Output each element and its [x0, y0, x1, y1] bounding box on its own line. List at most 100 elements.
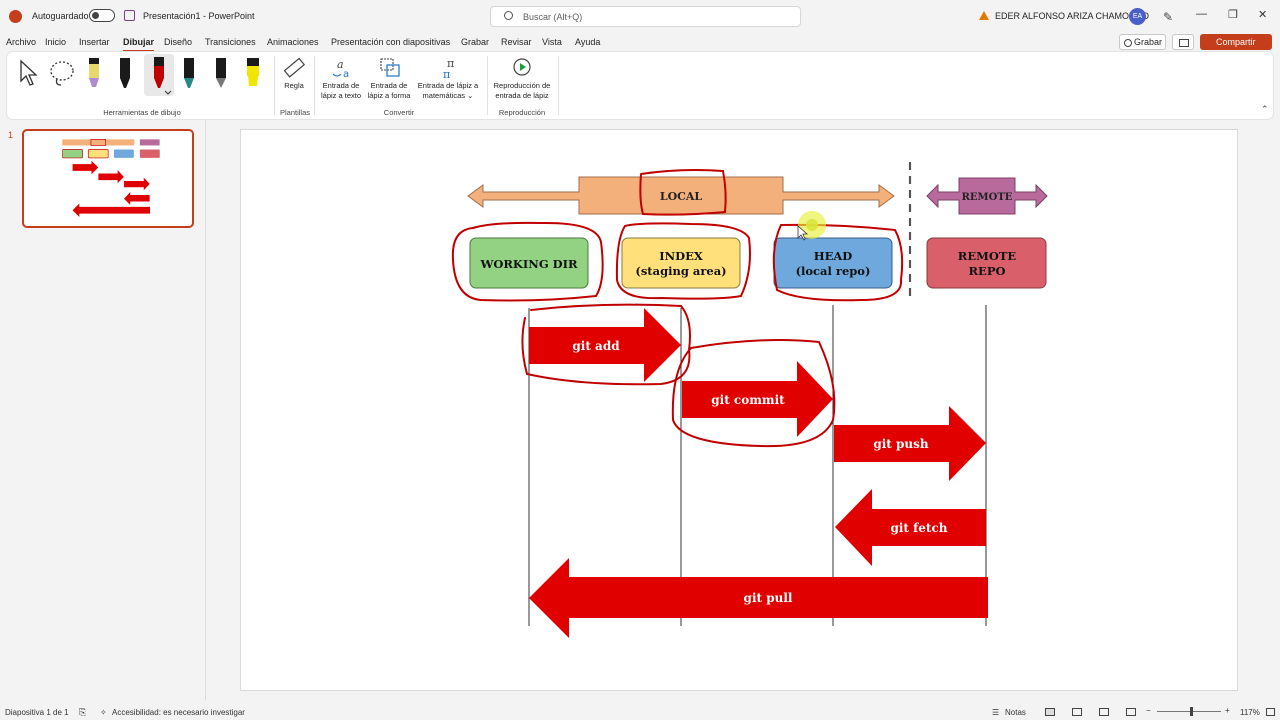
collapse-ribbon-icon[interactable]: ⌃	[1261, 104, 1269, 114]
notes-icon[interactable]: ☰	[992, 708, 1000, 717]
ink-git-commit-circle	[671, 339, 836, 448]
git-pull-arrow[interactable]: git pull	[529, 558, 988, 638]
notes-button[interactable]: Notas	[1005, 708, 1026, 717]
status-bar: Diapositiva 1 de 1 ⎘ ✧ Accesibilidad: es…	[0, 703, 1280, 720]
ink-to-math-label[interactable]: Entrada de lápiz a matemáticas ⌄	[412, 81, 484, 101]
tab-grabar[interactable]: Grabar	[461, 37, 490, 47]
tab-diseno[interactable]: Diseño	[164, 37, 193, 47]
powerpoint-logo-icon	[9, 10, 22, 23]
ink-to-shape-label-line1: Entrada de	[370, 81, 408, 90]
ruler-icon[interactable]	[283, 57, 305, 79]
pen-4-icon[interactable]	[179, 56, 199, 90]
tab-presentacion[interactable]: Presentación con diapositivas	[331, 37, 451, 47]
avatar[interactable]: EA	[1129, 8, 1146, 25]
slide-sorter-icon[interactable]	[1072, 708, 1082, 716]
tab-insertar[interactable]: Insertar	[79, 37, 110, 47]
ink-replay-label-line2: entrada de lápiz	[495, 91, 549, 100]
tab-inicio[interactable]: Inicio	[45, 37, 67, 47]
ink-to-math-icon[interactable]: π π	[435, 56, 461, 80]
ribbon-separator	[487, 56, 488, 115]
pen-1-icon[interactable]	[84, 56, 104, 90]
zoom-slider[interactable]	[1157, 711, 1221, 712]
record-button[interactable]: Grabar	[1119, 34, 1166, 50]
git-commit-arrow[interactable]: git commit	[682, 361, 833, 437]
git-push-arrow[interactable]: git push	[834, 406, 986, 481]
reading-view-icon[interactable]	[1099, 708, 1109, 716]
comments-button[interactable]	[1172, 34, 1194, 50]
slide-diagram: LOCAL REMOTE WORKING DIR INDEX (staging …	[451, 162, 1048, 638]
slide-canvas[interactable]: LOCAL REMOTE WORKING DIR INDEX (staging …	[241, 130, 1237, 690]
ink-to-shape-label[interactable]: Entrada de lápiz a forma	[364, 81, 414, 101]
ink-annotations[interactable]	[451, 169, 904, 448]
share-button[interactable]: Compartir	[1200, 34, 1272, 50]
tab-archivo[interactable]: Archivo	[6, 37, 37, 47]
zoom-out-icon[interactable]: −	[1146, 706, 1151, 715]
ink-to-text-label-line2: lápiz a texto	[320, 91, 362, 100]
ink-to-text-label[interactable]: Entrada de lápiz a texto	[318, 81, 364, 101]
index-box[interactable]: INDEX (staging area)	[621, 237, 741, 289]
search-input[interactable]: Buscar (Alt+Q)	[490, 6, 801, 27]
laser-pointer-dot	[806, 219, 818, 231]
git-commit-label: git commit	[711, 393, 785, 407]
title-bar: Autoguardado Presentación1 - PowerPoint …	[0, 0, 1280, 33]
spellcheck-icon[interactable]: ⎘	[79, 707, 87, 717]
group-label-playback: Reproducción	[498, 108, 546, 117]
tab-ayuda[interactable]: Ayuda	[575, 37, 601, 47]
zoom-level[interactable]: 117%	[1240, 708, 1260, 717]
accessibility-icon[interactable]: ✧	[100, 708, 107, 717]
accessibility-status[interactable]: Accesibilidad: es necesario investigar	[112, 708, 245, 717]
ink-replay-icon[interactable]	[511, 56, 533, 78]
tab-revisar[interactable]: Revisar	[501, 37, 532, 47]
git-fetch-label: git fetch	[890, 521, 947, 535]
pen-icon[interactable]: ✎	[1163, 10, 1174, 24]
warning-icon[interactable]	[979, 11, 989, 20]
ruler-label[interactable]: Regla	[284, 81, 304, 90]
pen-2-icon[interactable]	[115, 56, 135, 90]
tab-animaciones[interactable]: Animaciones	[267, 37, 319, 47]
working-dir-box[interactable]: WORKING DIR	[469, 237, 589, 289]
ink-replay-label[interactable]: Reproducción de entrada de lápiz	[490, 81, 554, 101]
tab-dibujar[interactable]: Dibujar	[123, 37, 155, 52]
zoom-in-icon[interactable]: +	[1225, 706, 1230, 715]
head-box[interactable]: HEAD (local repo)	[773, 237, 893, 289]
remote-arrow[interactable]: REMOTE	[926, 177, 1048, 215]
slideshow-icon[interactable]	[1126, 708, 1136, 716]
fit-slide-icon[interactable]	[1266, 708, 1275, 716]
autosave-toggle[interactable]	[89, 9, 115, 22]
normal-view-icon[interactable]	[1045, 708, 1055, 716]
ink-to-shape-icon[interactable]	[378, 56, 402, 80]
git-pull-label: git pull	[744, 591, 793, 605]
index-label-line2: (staging area)	[635, 264, 726, 278]
user-name[interactable]: EDER ALFONSO ARIZA CHAMORRO	[995, 11, 1150, 21]
tab-transiciones[interactable]: Transiciones	[205, 37, 256, 47]
ink-working-dir-circle	[451, 221, 604, 302]
ink-to-text-label-line1: Entrada de	[322, 81, 360, 90]
zoom-slider-thumb[interactable]	[1190, 707, 1193, 716]
save-icon[interactable]	[124, 10, 135, 21]
slide-thumbnail[interactable]	[22, 129, 194, 228]
git-add-label: git add	[572, 339, 620, 353]
slide-number: 1	[8, 130, 14, 140]
local-arrow[interactable]: LOCAL	[467, 176, 895, 215]
minimize-icon[interactable]: —	[1196, 8, 1207, 20]
git-fetch-arrow[interactable]: git fetch	[835, 489, 986, 566]
head-label-line2: (local repo)	[796, 264, 871, 278]
git-add-arrow[interactable]: git add	[529, 308, 681, 382]
pencil-icon[interactable]	[211, 56, 231, 90]
ink-to-text-icon[interactable]: a a	[331, 56, 355, 80]
search-icon	[504, 11, 513, 20]
slide-info[interactable]: Diapositiva 1 de 1	[5, 708, 69, 717]
ribbon-tabs: Archivo Inicio Insertar Dibujar Diseño T…	[0, 33, 1280, 52]
select-arrow-icon[interactable]	[17, 59, 39, 87]
close-icon[interactable]: ✕	[1258, 9, 1268, 21]
restore-icon[interactable]: ❐	[1228, 9, 1238, 21]
pen-3-selected[interactable]	[144, 54, 174, 96]
highlighter-icon[interactable]	[243, 56, 263, 90]
ink-local-highlight	[639, 169, 727, 216]
remote-repo-box[interactable]: REMOTE REPO	[926, 237, 1047, 289]
lasso-select-icon[interactable]	[47, 59, 77, 87]
remote-label: REMOTE	[962, 192, 1013, 203]
mouse-cursor-icon	[797, 225, 809, 241]
tab-vista[interactable]: Vista	[542, 37, 562, 47]
ink-replay-label-line1: Reproducción de	[493, 81, 551, 90]
